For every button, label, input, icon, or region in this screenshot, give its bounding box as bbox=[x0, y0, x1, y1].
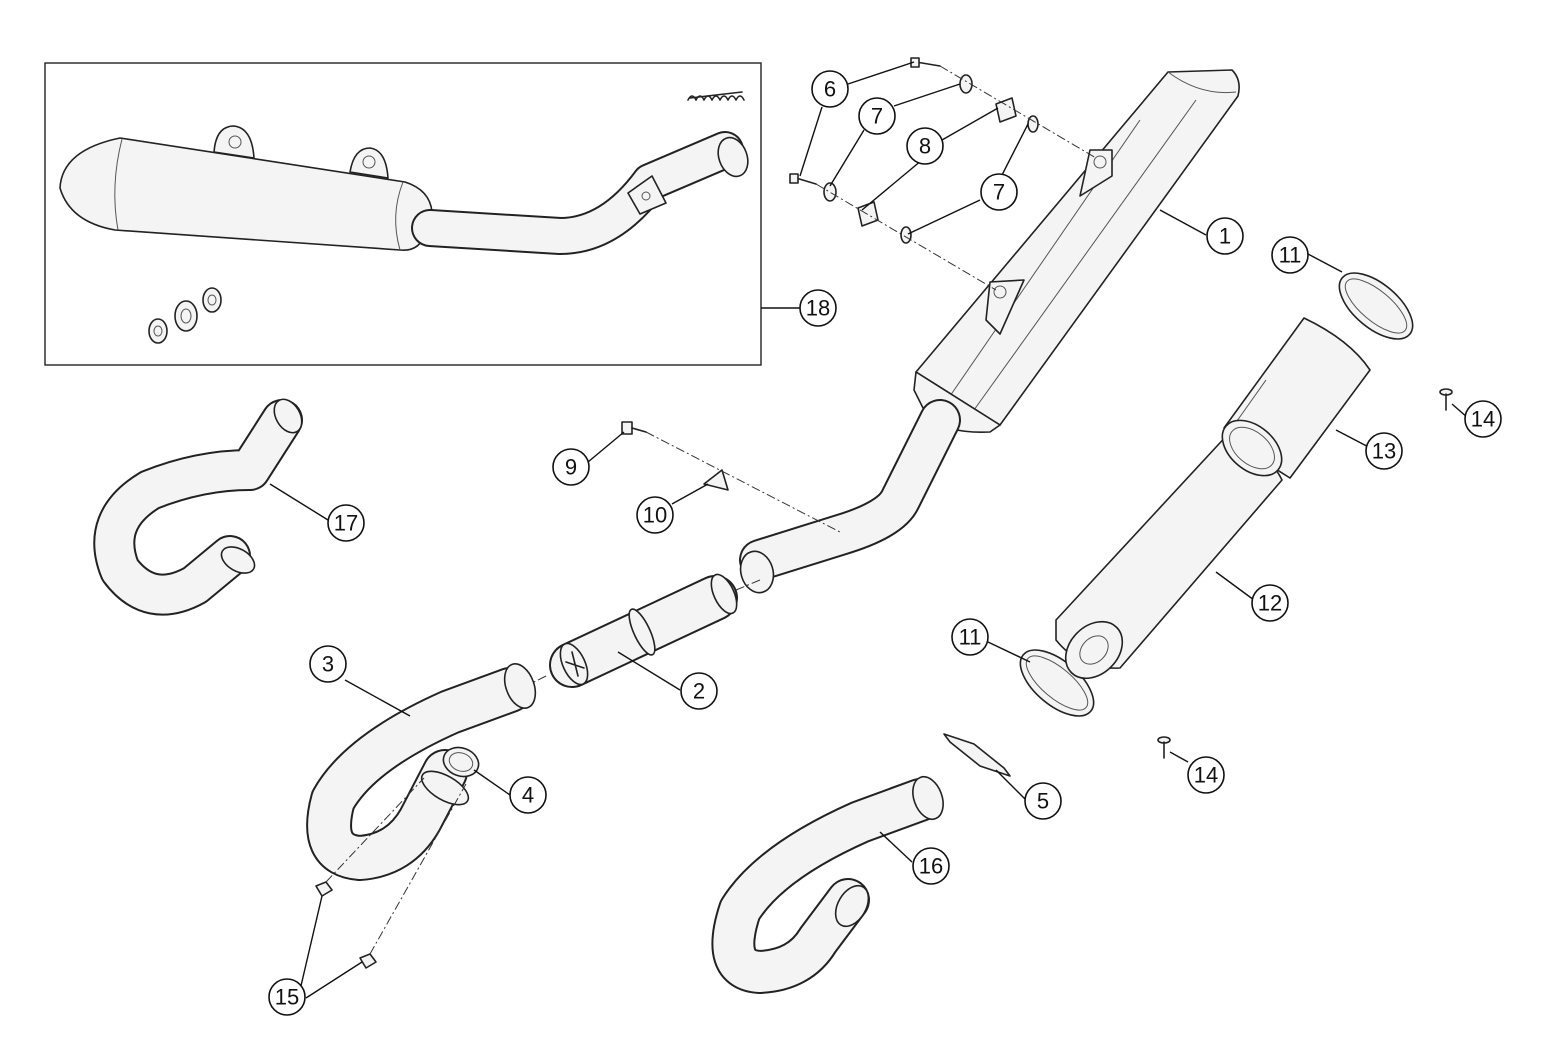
svg-text:7: 7 bbox=[993, 180, 1005, 205]
svg-text:2: 2 bbox=[693, 679, 705, 704]
part-bolt-9 bbox=[621, 421, 647, 435]
svg-text:17: 17 bbox=[334, 511, 358, 536]
part-nuts-15 bbox=[315, 777, 467, 969]
svg-text:12: 12 bbox=[1258, 591, 1282, 616]
part-rivet-upper bbox=[1439, 388, 1453, 411]
callout-7-lower: 7 bbox=[980, 173, 1018, 211]
svg-text:15: 15 bbox=[275, 985, 299, 1010]
inset-pipe-inlet bbox=[717, 136, 749, 178]
svg-text:7: 7 bbox=[871, 104, 883, 129]
inset-bracket bbox=[627, 175, 667, 215]
callout-7-upper: 7 bbox=[858, 97, 896, 135]
callout-9: 9 bbox=[552, 448, 590, 486]
callout-18: 18 bbox=[799, 289, 837, 327]
callout-2: 2 bbox=[680, 672, 718, 710]
svg-text:14: 14 bbox=[1471, 407, 1495, 432]
silencer-mount-lower bbox=[985, 279, 1025, 335]
callout-16: 16 bbox=[912, 847, 950, 885]
washer-lower-1 bbox=[823, 182, 837, 202]
svg-text:6: 6 bbox=[824, 77, 836, 102]
svg-text:4: 4 bbox=[522, 783, 534, 808]
silencer-mount-upper bbox=[1079, 149, 1113, 197]
inset-mount-tab-1 bbox=[213, 125, 255, 159]
callout-10: 10 bbox=[636, 496, 674, 534]
inset-silencer bbox=[59, 137, 433, 251]
callout-4: 4 bbox=[509, 776, 547, 814]
mounting-hardware bbox=[789, 57, 1097, 291]
svg-text:16: 16 bbox=[919, 854, 943, 879]
svg-text:18: 18 bbox=[806, 296, 830, 321]
svg-text:10: 10 bbox=[643, 503, 667, 528]
svg-text:8: 8 bbox=[919, 134, 931, 159]
part-mid-pipe bbox=[529, 573, 761, 688]
grommet-upper bbox=[995, 97, 1017, 123]
part-header-17 bbox=[93, 398, 303, 616]
part-rivet-lower bbox=[1157, 736, 1171, 759]
callout-12: 12 bbox=[1251, 584, 1289, 622]
washer-lower-2 bbox=[900, 226, 912, 244]
svg-text:13: 13 bbox=[1372, 439, 1396, 464]
part-sleeve-13 bbox=[1221, 317, 1371, 479]
part-clamp-10 bbox=[703, 469, 729, 491]
inset-spring bbox=[687, 95, 745, 101]
svg-text:14: 14 bbox=[1194, 763, 1218, 788]
callout-5: 5 bbox=[1024, 782, 1062, 820]
inset-frame bbox=[44, 62, 762, 366]
part-header-16 bbox=[711, 775, 944, 994]
callout-11-lower: 11 bbox=[951, 618, 989, 656]
part-silencer bbox=[739, 69, 1240, 594]
assembly-inset bbox=[44, 62, 800, 366]
svg-text:1: 1 bbox=[1219, 224, 1231, 249]
bolt-lower bbox=[795, 177, 817, 185]
callout-11-upper: 11 bbox=[1271, 236, 1309, 274]
svg-text:11: 11 bbox=[959, 625, 982, 650]
svg-text:3: 3 bbox=[322, 652, 334, 677]
callout-3: 3 bbox=[309, 645, 347, 683]
part-gasket-4 bbox=[442, 746, 480, 778]
callout-15: 15 bbox=[268, 978, 306, 1016]
part-gasket-5 bbox=[943, 733, 1011, 777]
header-flange bbox=[420, 770, 470, 806]
bolt-upper bbox=[915, 61, 941, 67]
callout-14-upper: 14 bbox=[1464, 400, 1502, 438]
svg-text:11: 11 bbox=[1279, 243, 1302, 268]
callout-8: 8 bbox=[906, 127, 944, 165]
callout-14-lower: 14 bbox=[1187, 756, 1225, 794]
callout-6: 6 bbox=[811, 70, 849, 108]
svg-text:5: 5 bbox=[1037, 789, 1049, 814]
part-endcap-upper bbox=[1338, 272, 1414, 340]
inset-mount-tab-2 bbox=[349, 147, 389, 179]
inset-grommet-set bbox=[148, 287, 222, 344]
svg-text:9: 9 bbox=[565, 455, 577, 480]
callout-1: 1 bbox=[1206, 217, 1244, 255]
callout-13: 13 bbox=[1365, 432, 1403, 470]
callout-17: 17 bbox=[327, 504, 365, 542]
part-header-pipe bbox=[306, 663, 537, 881]
